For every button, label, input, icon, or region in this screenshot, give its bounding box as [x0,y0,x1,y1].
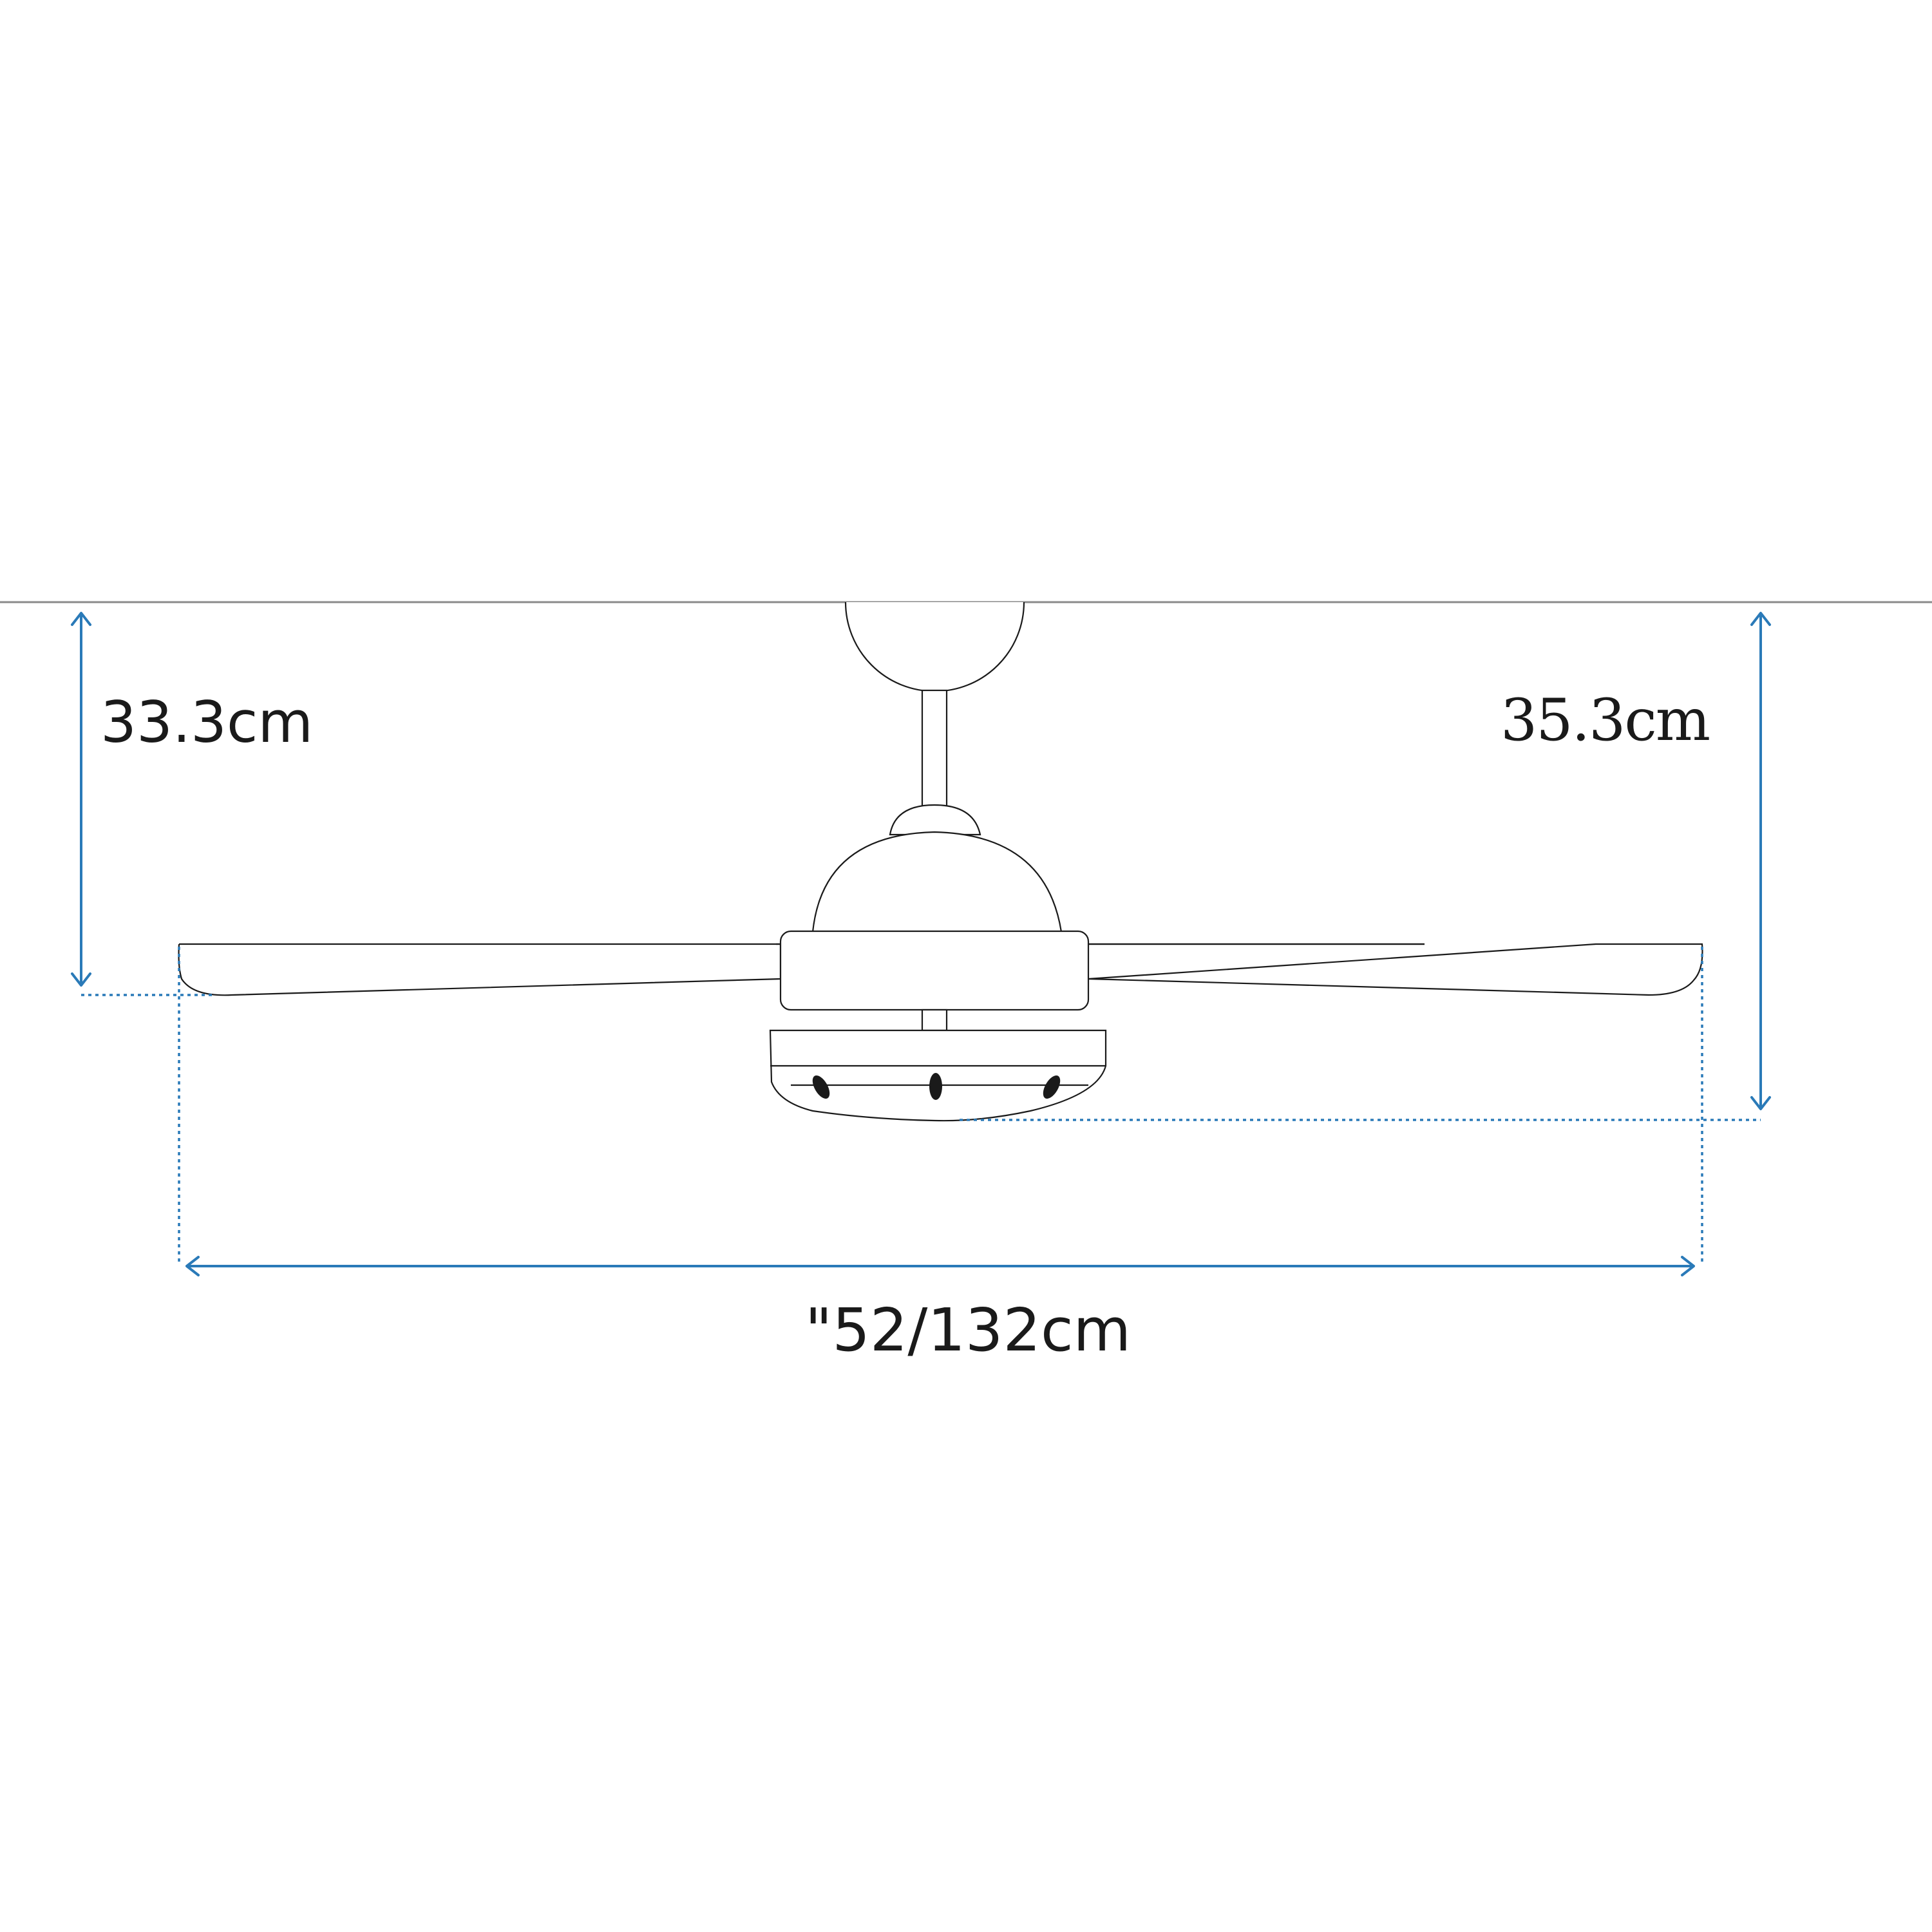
blade-span-label: "52/132cm [805,1296,1132,1365]
span-right-arrowhead [1681,1256,1695,1276]
left-height-bottom-arrowhead [71,972,91,987]
light-kit-slot-center [929,1073,942,1100]
light-kit-slot-left [812,1075,830,1099]
light-kit-slot-right [1043,1075,1061,1099]
fan-motor-housing [779,930,1090,1011]
right-height-label: 35.3cm [1501,687,1710,754]
fan-canopy [844,601,1025,692]
light-kit-rod [921,1009,948,1032]
left-height-top-arrowhead [71,612,91,626]
right-height-bottom-arrowhead [1750,1096,1771,1110]
right-height-top-arrowhead [1750,612,1771,626]
fan-downrod [921,689,948,808]
fan-coupler [889,804,981,836]
left-height-label: 33.3cm [100,689,314,755]
fan-motor-dome [811,831,1063,933]
span-left-arrowhead [185,1256,200,1276]
left-fan-blade [178,943,782,996]
right-fan-blade [1088,943,1703,996]
